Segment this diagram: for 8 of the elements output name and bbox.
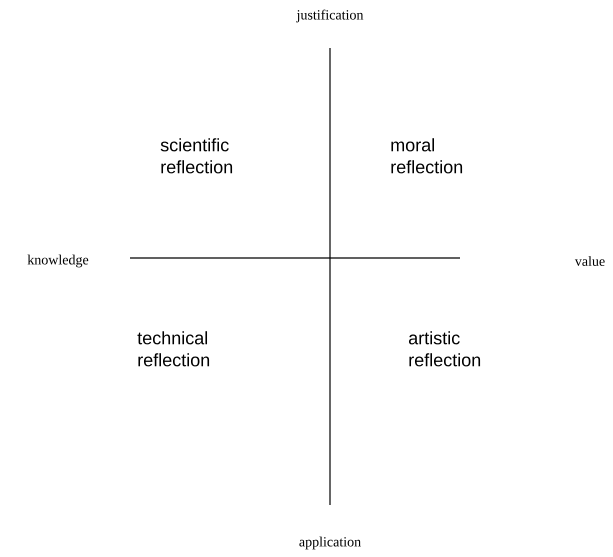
axis-label: knowledge (28, 254, 88, 268)
axis-label: application (299, 536, 361, 550)
quadrant-label: artistic reflection (408, 331, 480, 366)
axis-label: justification (296, 10, 364, 22)
quadrant-label: scientific reflection (160, 138, 232, 174)
quadrant-label: technical reflection (137, 331, 210, 366)
quadrant-label: moral reflection (391, 138, 462, 174)
axis-label: value (574, 256, 605, 266)
